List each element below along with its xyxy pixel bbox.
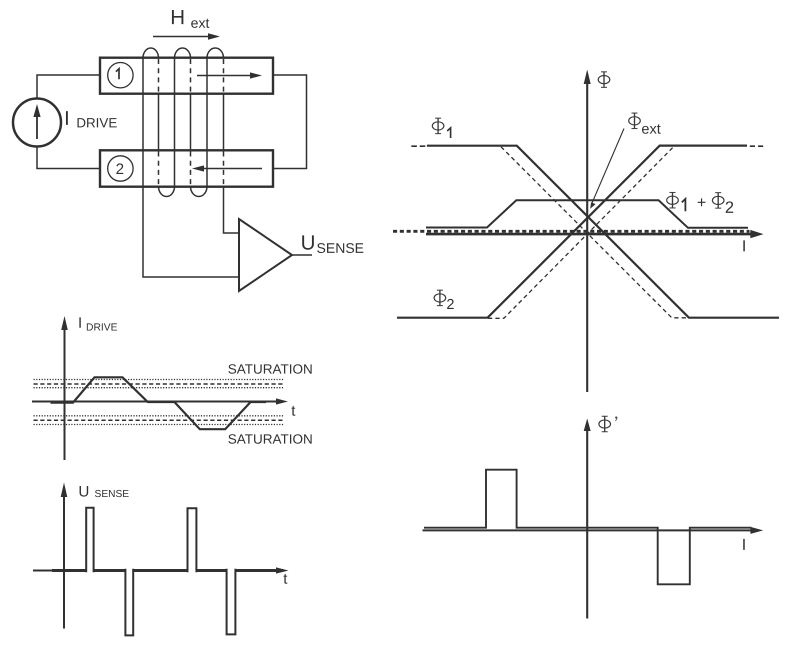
svg-text:U: U xyxy=(78,484,89,501)
svg-text:2: 2 xyxy=(725,199,734,217)
svg-text:+: + xyxy=(697,195,706,212)
svg-text:I: I xyxy=(64,108,70,130)
svg-text:SATURATION: SATURATION xyxy=(228,362,313,377)
svg-text:I: I xyxy=(742,537,746,554)
svg-text:DRIVE: DRIVE xyxy=(76,115,117,130)
svg-text:SENSE: SENSE xyxy=(95,489,130,500)
svg-text:t: t xyxy=(283,571,288,588)
svg-text:I: I xyxy=(78,315,82,332)
svg-text:2: 2 xyxy=(446,297,454,313)
svg-text:ext: ext xyxy=(641,122,660,138)
svg-text:I: I xyxy=(742,238,746,255)
svg-text:t: t xyxy=(291,403,296,420)
svg-text:SENSE: SENSE xyxy=(317,240,364,256)
svg-text:U: U xyxy=(301,231,316,254)
svg-text:2: 2 xyxy=(116,161,124,178)
svg-text:DRIVE: DRIVE xyxy=(86,323,118,334)
svg-text:H: H xyxy=(170,6,185,29)
svg-text:SATURATION: SATURATION xyxy=(228,432,313,447)
svg-text:ext: ext xyxy=(191,15,210,31)
